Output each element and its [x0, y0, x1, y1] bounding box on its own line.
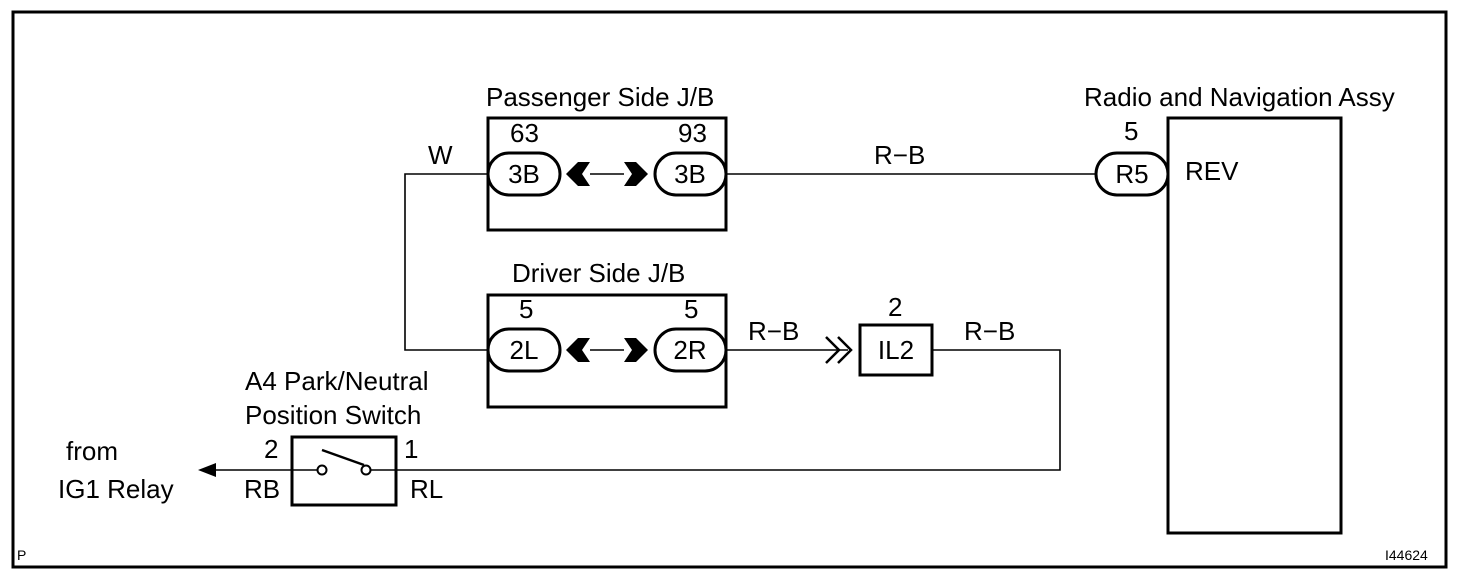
- wire-label-rb-left: RB: [244, 474, 280, 504]
- driver-jb-right-chevron: [624, 338, 648, 362]
- radio-connector-label: R5: [1115, 159, 1148, 189]
- driver-jb-right-connector: [653, 327, 728, 373]
- passenger-jb-left-connector: [486, 151, 562, 197]
- passenger-jb-right-chevron: [624, 162, 648, 186]
- il2-box: [858, 323, 934, 377]
- radio-terminal: REV: [1185, 156, 1239, 186]
- driver-jb-left-connector: [486, 327, 562, 373]
- passenger-jb-right-connector-label: 3B: [674, 159, 706, 189]
- driver-jb-left-chevron: [566, 338, 590, 362]
- passenger-junction-block: Passenger Side J/B 63 93 3B 3B: [486, 82, 728, 232]
- wire-label-rb-right: R−B: [964, 316, 1015, 346]
- wire-rb-right: [396, 349, 1061, 471]
- source-line1: from: [66, 436, 118, 466]
- wire-label-rl: RL: [410, 474, 443, 504]
- wire-label-w: W: [428, 140, 453, 170]
- switch-contact-left: [316, 464, 328, 476]
- il2-double-chevron: [825, 336, 853, 364]
- passenger-jb-title: Passenger Side J/B: [486, 82, 714, 112]
- driver-jb-right-pin: 5: [684, 294, 698, 324]
- driver-jb-right-connector-label: 2R: [673, 335, 706, 365]
- driver-jb-left-pin: 5: [519, 294, 533, 324]
- switch-pin-right: 1: [404, 434, 418, 464]
- passenger-jb-left-connector-label: 3B: [508, 159, 540, 189]
- radio-connector: [1094, 151, 1170, 197]
- wire-label-rb-mid: R−B: [748, 316, 799, 346]
- passenger-jb-right-pin: 93: [678, 118, 707, 148]
- footer-left-code: P: [17, 547, 26, 563]
- radio-box: [1166, 116, 1343, 535]
- radio-title: Radio and Navigation Assy: [1084, 82, 1395, 112]
- wire-w: [404, 173, 488, 351]
- switch-contact-right: [360, 464, 372, 476]
- park-neutral-switch: A4 Park/Neutral Position Switch 2 1: [245, 366, 429, 507]
- switch-pin-left: 2: [264, 434, 278, 464]
- il2-connector: 2 IL2: [825, 292, 934, 377]
- passenger-jb-left-pin: 63: [510, 118, 539, 148]
- footer-right-code: I44624: [1385, 547, 1428, 563]
- il2-pin: 2: [888, 292, 902, 322]
- switch-blade: [321, 448, 365, 467]
- wire-label-rb-top: R−B: [874, 140, 925, 170]
- driver-jb-left-connector-label: 2L: [510, 335, 539, 365]
- il2-label: IL2: [878, 335, 914, 365]
- switch-title-line2: Position Switch: [245, 400, 421, 430]
- source-line2: IG1 Relay: [58, 474, 174, 504]
- switch-title-line1: A4 Park/Neutral: [245, 366, 429, 396]
- driver-junction-block: Driver Side J/B 5 5 2L 2R: [486, 258, 728, 409]
- passenger-jb-right-connector: [653, 151, 728, 197]
- diagram-frame: [11, 10, 1448, 569]
- switch-box: [290, 435, 398, 507]
- driver-jb-title: Driver Side J/B: [512, 258, 685, 288]
- radio-pin: 5: [1124, 116, 1138, 146]
- passenger-jb-left-chevron: [566, 162, 590, 186]
- source-arrow: [198, 463, 216, 477]
- radio-navigation-assy: Radio and Navigation Assy 5 R5 REV: [1084, 82, 1395, 535]
